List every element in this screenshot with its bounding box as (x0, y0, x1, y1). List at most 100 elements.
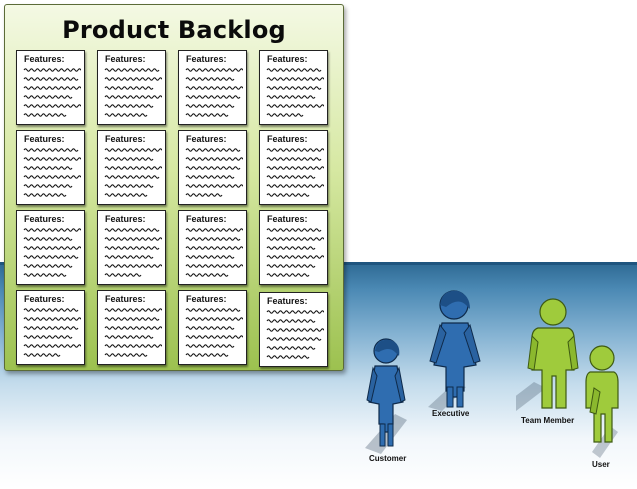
scribble-line (23, 344, 81, 348)
scribble-line (185, 326, 235, 330)
feature-card-label: Features: (24, 214, 65, 224)
scribble-lines-icon (266, 228, 324, 277)
scribble-line (23, 184, 73, 188)
scribble-line (104, 246, 160, 250)
feature-card-label: Features: (186, 294, 227, 304)
feature-card: Features: (97, 50, 166, 125)
scribble-line (23, 157, 81, 161)
scribble-line (23, 326, 79, 330)
scribble-line (185, 255, 235, 259)
scribble-line (185, 184, 243, 188)
scribble-line (266, 95, 316, 99)
feature-card-label: Features: (267, 296, 308, 306)
scribble-line (23, 104, 81, 108)
scribble-lines-icon (104, 228, 162, 277)
feature-card-label: Features: (105, 134, 146, 144)
feature-card: Features: (259, 50, 328, 125)
scribble-line (104, 228, 160, 232)
feature-card: Features: (178, 130, 247, 205)
scribble-line (23, 317, 81, 321)
scribble-line (266, 86, 322, 90)
feature-card-label: Features: (24, 134, 65, 144)
scribble-line (266, 346, 316, 350)
scribble-line (104, 326, 162, 330)
feature-card-label: Features: (267, 54, 308, 64)
scribble-line (266, 337, 322, 341)
scribble-line (266, 328, 324, 332)
scribble-lines-icon (185, 148, 243, 197)
feature-card: Features: (97, 130, 166, 205)
customer-figure: Customer (355, 336, 425, 476)
scribble-line (266, 77, 324, 81)
scribble-line (185, 353, 229, 357)
executive-icon (428, 290, 481, 411)
feature-card: Features: (97, 290, 166, 365)
scribble-line (266, 113, 304, 117)
scribble-line (185, 77, 235, 81)
feature-card: Features: (178, 290, 247, 365)
user-icon (585, 345, 619, 458)
scribble-line (185, 157, 243, 161)
feature-card-label: Features: (105, 294, 146, 304)
feature-card-label: Features: (267, 214, 308, 224)
scribble-lines-icon (185, 68, 243, 117)
scribble-line (185, 317, 243, 321)
scribble-lines-icon (185, 308, 243, 357)
scribble-line (185, 95, 241, 99)
scribble-line (23, 193, 67, 197)
scribble-line (23, 255, 79, 259)
scribble-line (266, 319, 316, 323)
scribble-line (104, 335, 154, 339)
scribble-lines-icon (104, 308, 162, 357)
scribble-lines-icon (23, 68, 81, 117)
scribble-line (23, 86, 81, 90)
feature-card-label: Features: (24, 294, 65, 304)
feature-card: Features: (178, 210, 247, 285)
scribble-line (23, 237, 73, 241)
feature-card: Features: (97, 210, 166, 285)
scribble-line (185, 344, 235, 348)
scribble-line (185, 175, 235, 179)
feature-card-label: Features: (267, 134, 308, 144)
scribble-line (104, 184, 154, 188)
board-title: Product Backlog (62, 16, 286, 44)
scribble-line (185, 68, 243, 72)
scribble-lines-icon (23, 308, 81, 357)
team-member-label: Team Member (521, 416, 575, 425)
scribble-line (185, 86, 243, 90)
scribble-line (266, 228, 322, 232)
scribble-line (104, 308, 162, 312)
scribble-line (23, 148, 79, 152)
scribble-line (104, 95, 162, 99)
scribble-line (23, 166, 73, 170)
scribble-line (266, 148, 324, 152)
feature-card-label: Features: (186, 214, 227, 224)
executive-figure: Executive (418, 287, 498, 422)
scribble-line (185, 237, 241, 241)
scribble-line (23, 246, 81, 250)
scribble-line (266, 157, 322, 161)
scribble-line (23, 264, 73, 268)
scribble-line (185, 113, 229, 117)
customer-label: Customer (369, 454, 407, 463)
scribble-lines-icon (266, 310, 324, 359)
scribble-line (104, 264, 162, 268)
scribble-line (266, 184, 324, 188)
product-backlog-board: Product Backlog Features:Features:Featur… (4, 4, 344, 371)
scribble-lines-icon (104, 68, 162, 117)
scribble-line (185, 228, 243, 232)
scribble-line (266, 166, 324, 170)
scribble-line (104, 273, 142, 277)
user-figure: User (580, 342, 630, 470)
scribble-line (266, 104, 324, 108)
scribble-lines-icon (185, 228, 243, 277)
scribble-line (185, 246, 243, 250)
scribble-line (266, 193, 310, 197)
scribble-line (266, 310, 324, 314)
scribble-line (23, 95, 73, 99)
scribble-lines-icon (23, 228, 81, 277)
scribble-line (23, 228, 81, 232)
feature-card: Features: (259, 292, 328, 367)
feature-card: Features: (16, 130, 85, 205)
